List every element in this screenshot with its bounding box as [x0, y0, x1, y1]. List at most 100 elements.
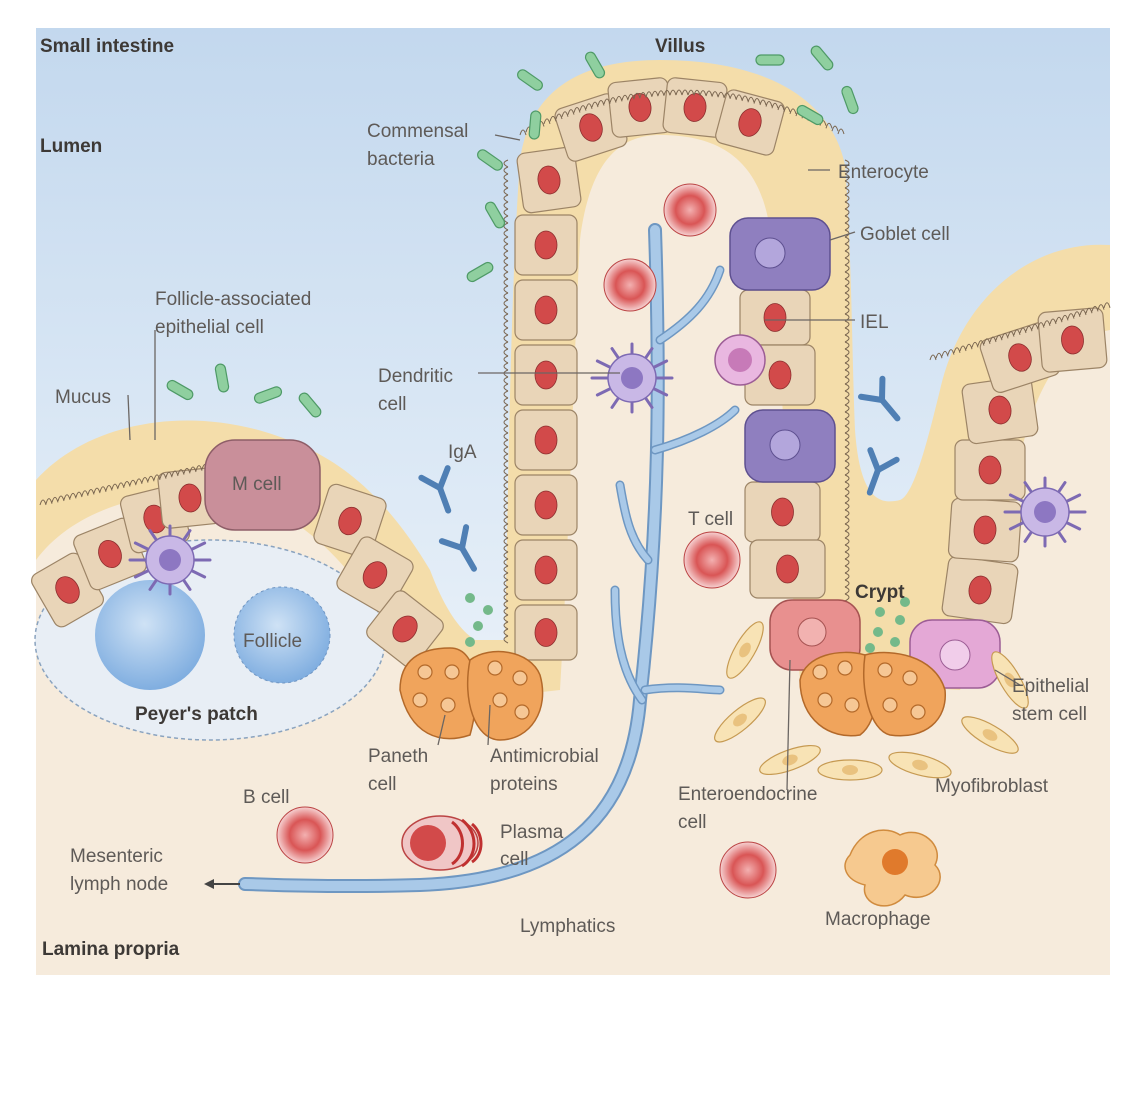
lumen-label: Lumen: [40, 136, 102, 157]
enterocyte-nucleus: [55, 576, 80, 604]
paneth-label-1: Paneth: [368, 746, 428, 767]
enterocyte-nucleus: [628, 93, 652, 122]
paneth-granule: [882, 697, 898, 713]
myofibroblast-nucleus: [782, 754, 798, 766]
microvilli: [503, 516, 509, 525]
goblet-cell-lower: [744, 409, 836, 483]
microvilli: [844, 173, 850, 182]
microvilli: [844, 320, 850, 329]
microvilli: [503, 299, 509, 308]
enterocyte-cell: [516, 146, 582, 214]
commensal-bacteria: [166, 45, 859, 418]
microvilli: [844, 201, 850, 210]
microvilli: [503, 537, 509, 546]
microvilli: [844, 257, 850, 266]
microvilli: [844, 383, 850, 392]
enterocyte-cell: [514, 344, 578, 406]
bacterium: [528, 110, 542, 140]
intraepithelial-cell-2: [603, 258, 657, 312]
dendritic-label-1: Dendritic: [378, 366, 453, 387]
microvilli: [503, 306, 509, 315]
dendritic-nucleus: [159, 549, 181, 571]
dendritic-nucleus: [1034, 501, 1056, 523]
microvilli: [844, 236, 850, 245]
microvilli: [844, 278, 850, 287]
microvilli: [503, 320, 509, 329]
microvilli: [503, 523, 509, 532]
dendritic-cell: [128, 524, 212, 596]
paneth-granule: [440, 697, 456, 713]
stem-cell-label-2: stem cell: [1012, 704, 1087, 725]
enterocyte-cell: [961, 375, 1039, 445]
microvilli: [844, 362, 850, 371]
amp-label-1: Antimicrobial: [490, 746, 599, 767]
microvilli: [503, 341, 509, 350]
commensal-label-2: bacteria: [367, 149, 435, 170]
plasma-cell: [401, 815, 483, 871]
enterocyte-nucleus: [98, 539, 122, 569]
paneth-granule: [487, 660, 503, 676]
microvilli: [503, 586, 509, 595]
microvilli: [503, 383, 509, 392]
enterocyte-nucleus: [392, 615, 418, 643]
microvilli: [844, 411, 850, 420]
enterocyte-cell: [514, 539, 578, 601]
microvilli: [844, 537, 850, 546]
microvilli: [844, 327, 850, 336]
microvilli: [503, 236, 509, 245]
enteroendocrine-label-1: Enteroendocrine: [678, 784, 817, 805]
m-cell-label: M cell: [232, 474, 282, 495]
m-cell: [204, 439, 321, 531]
microvilli: [503, 495, 509, 504]
enterocyte-cell: [607, 77, 673, 138]
iga-arm: [437, 465, 451, 491]
iga-stem: [437, 485, 452, 514]
bacterium: [484, 201, 506, 229]
microvilli: [503, 509, 509, 518]
iga-arm: [459, 524, 470, 551]
microvilli: [503, 579, 509, 588]
microvilli: [844, 579, 850, 588]
microvilli: [503, 390, 509, 399]
iga-antibody: [866, 447, 900, 496]
small-intestine-label: Small intestine: [40, 36, 174, 57]
microvilli: [503, 264, 509, 273]
amp-dot: [895, 615, 905, 625]
amp-dot: [473, 621, 483, 631]
microvilli: [844, 460, 850, 469]
microvilli: [844, 264, 850, 273]
microvilli: [844, 222, 850, 231]
microvilli: [503, 257, 509, 266]
microvilli: [503, 628, 509, 637]
goblet-cell-label: Goblet cell: [860, 224, 950, 245]
microvilli: [503, 180, 509, 189]
microvilli: [503, 229, 509, 238]
bacterium: [517, 69, 543, 91]
microvilli: [844, 432, 850, 441]
lymphatics-label: Lymphatics: [520, 916, 615, 937]
plasma-label-2: cell: [500, 849, 529, 870]
t-cell: [683, 531, 741, 589]
microvilli: [503, 607, 509, 616]
microvilli: [844, 502, 850, 511]
microvilli: [503, 418, 509, 427]
microvilli: [844, 495, 850, 504]
microvilli: [503, 411, 509, 420]
enterocyte-nucleus: [534, 490, 558, 520]
paneth-cells: [399, 647, 946, 741]
microvilli: [503, 460, 509, 469]
antimicrobial-protein-dots: [465, 593, 910, 653]
fae-label-1: Follicle-associated: [155, 289, 311, 310]
dendritic-cell: [590, 342, 674, 414]
microvilli: [844, 453, 850, 462]
bacterium: [253, 386, 283, 404]
microvilli: [503, 278, 509, 287]
mesenteric-label-1: Mesenteric: [70, 846, 163, 867]
myofibroblasts: [714, 621, 1029, 781]
microvilli: [844, 243, 850, 252]
myofibroblast-cell: [817, 759, 883, 781]
epithelium: [31, 77, 1108, 668]
myofibroblast-cell: [991, 651, 1029, 709]
paneth-granule: [444, 664, 460, 680]
